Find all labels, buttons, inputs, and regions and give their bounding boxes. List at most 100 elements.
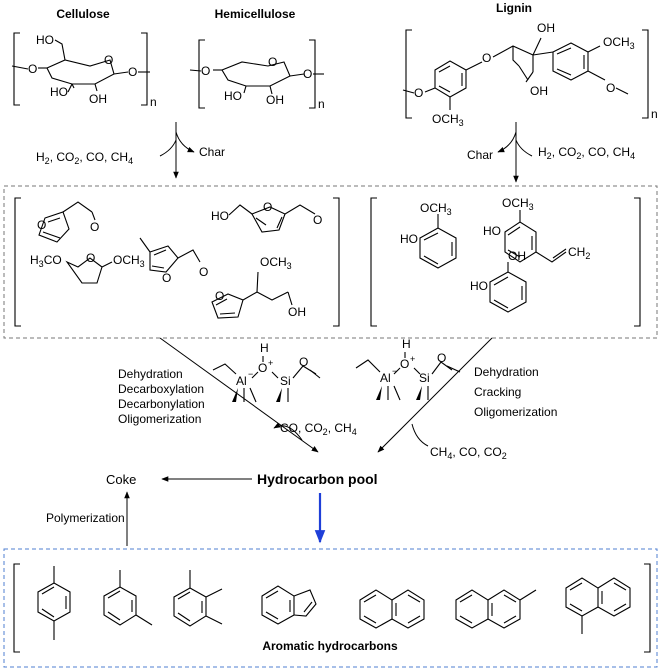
svg-text:O: O bbox=[414, 86, 423, 100]
svg-text:H: H bbox=[260, 341, 269, 355]
svg-text:O: O bbox=[258, 361, 267, 375]
hydrocarbon-pool-label: Hydrocarbon pool bbox=[257, 471, 378, 487]
svg-text:O: O bbox=[437, 351, 446, 365]
zeolite-site-right: H O + Al − Si O bbox=[355, 337, 461, 401]
left-converge-arrow bbox=[159, 337, 319, 453]
dimethoxythf-molecule: H3CO O OCH3 bbox=[30, 251, 145, 284]
furfural-molecule: O O bbox=[37, 201, 99, 243]
left-bracket-close bbox=[333, 197, 340, 327]
svg-text:O: O bbox=[263, 200, 272, 214]
right-bracket-close bbox=[634, 197, 641, 327]
svg-text:O: O bbox=[128, 65, 137, 79]
furyl-methoxyethanol-molecule: O OCH3 OH bbox=[211, 255, 306, 319]
svg-text:OH: OH bbox=[288, 305, 306, 319]
right-converge-arrow bbox=[377, 337, 493, 453]
svg-text:O: O bbox=[482, 51, 491, 65]
ome-furyl: OCH3 bbox=[260, 255, 292, 271]
svg-text:+: + bbox=[268, 358, 273, 368]
gases-right-branch: CH4, CO, CO2 bbox=[430, 445, 507, 461]
svg-text:+: + bbox=[410, 354, 415, 364]
gases-top-left: H2, CO2, CO, CH4 bbox=[36, 150, 133, 166]
right-process-2: Cracking bbox=[474, 385, 521, 399]
svg-text:O: O bbox=[313, 213, 322, 227]
lignin-structure: n O O OCH3 OH OH OCH3 O bbox=[402, 21, 658, 128]
left-bracket-open bbox=[14, 197, 21, 327]
gases-left-branch: CO, CO2, CH4 bbox=[280, 421, 357, 437]
svg-text:HO: HO bbox=[211, 209, 229, 223]
svg-text:−: − bbox=[392, 366, 397, 376]
svg-text:HO: HO bbox=[470, 279, 488, 293]
svg-text:Al: Al bbox=[380, 371, 391, 385]
ome-label: OCH3 bbox=[113, 253, 145, 269]
svg-text:Si: Si bbox=[419, 371, 430, 385]
left-process-1: Dehydration bbox=[118, 367, 183, 381]
right-process-1: Dehydration bbox=[474, 365, 539, 379]
lignin-ome-right: OCH3 bbox=[603, 35, 635, 51]
svg-text:OH: OH bbox=[508, 249, 526, 263]
aromatics-label: Aromatic hydrocarbons bbox=[262, 639, 398, 653]
svg-text:O: O bbox=[400, 357, 409, 371]
catechol-molecule: OH HO bbox=[470, 249, 527, 313]
indene-molecule bbox=[261, 585, 317, 625]
right-process-3: Oligomerization bbox=[474, 405, 557, 419]
left-process-4: Oligomerization bbox=[118, 412, 201, 426]
lignin-ome-left: OCH3 bbox=[432, 112, 464, 128]
cellulose-title: Cellulose bbox=[56, 7, 110, 21]
svg-text:O: O bbox=[28, 62, 37, 76]
hemicellulose-title: Hemicellulose bbox=[215, 7, 296, 21]
svg-text:OH: OH bbox=[537, 21, 555, 35]
naphthalene-molecule bbox=[359, 589, 425, 629]
left-process-2: Decarboxylation bbox=[118, 382, 204, 396]
svg-text:O: O bbox=[268, 55, 277, 69]
svg-text:HO: HO bbox=[483, 224, 501, 238]
svg-text:HO: HO bbox=[36, 33, 54, 47]
svg-text:OH: OH bbox=[266, 93, 284, 107]
lignin-n: n bbox=[651, 107, 658, 121]
char-right: Char bbox=[467, 148, 493, 162]
ome-vinyl: OCH3 bbox=[502, 196, 534, 212]
lignin-title: Lignin bbox=[496, 1, 532, 15]
svg-text:HO: HO bbox=[224, 89, 242, 103]
ch2-label: CH2 bbox=[568, 245, 590, 261]
svg-text:O: O bbox=[303, 67, 312, 81]
h3co-label: H3CO bbox=[30, 253, 62, 269]
svg-text:O: O bbox=[37, 218, 46, 232]
left-gas-branch bbox=[273, 422, 303, 441]
svg-text:O: O bbox=[606, 81, 615, 95]
svg-text:HO: HO bbox=[400, 232, 418, 246]
right-bracket-open bbox=[370, 197, 377, 327]
svg-text:O: O bbox=[104, 53, 113, 67]
svg-text:OH: OH bbox=[530, 84, 548, 98]
aromatic-bracket-open bbox=[13, 563, 20, 653]
svg-text:HO: HO bbox=[50, 85, 68, 99]
left-process-3: Decarbonylation bbox=[118, 397, 205, 411]
svg-text:−: − bbox=[248, 369, 253, 379]
methylfurfural-molecule: O O bbox=[139, 237, 208, 285]
svg-text:O: O bbox=[86, 251, 95, 265]
svg-text:O: O bbox=[201, 64, 210, 78]
trimethylbenzene-molecule bbox=[173, 570, 223, 627]
m-xylene-molecule bbox=[103, 570, 153, 626]
hmf-molecule: HO O O bbox=[211, 200, 322, 233]
intermediates-box bbox=[3, 185, 658, 339]
svg-text:O: O bbox=[199, 265, 208, 279]
aromatic-bracket-close bbox=[644, 563, 651, 653]
svg-text:O: O bbox=[299, 355, 308, 369]
top-right-arrow: Char H2, CO2, CO, CH4 bbox=[467, 122, 635, 183]
zeolite-site-left: H O + Al − Si O bbox=[212, 341, 321, 403]
hemicellulose-n: n bbox=[318, 97, 325, 111]
methylnaphthalene-2-molecule bbox=[455, 589, 537, 629]
guaiacol-molecule: HO OCH3 bbox=[400, 201, 457, 269]
svg-text:H: H bbox=[402, 337, 411, 351]
polymerization-label: Polymerization bbox=[46, 511, 125, 525]
cellulose-structure: n HO O O HO OH O bbox=[11, 32, 157, 109]
vinylguaiacol-molecule: HO OCH3 CH2 bbox=[483, 196, 590, 263]
svg-text:O: O bbox=[215, 289, 224, 303]
svg-text:O: O bbox=[162, 271, 171, 285]
ome-guaiacol: OCH3 bbox=[420, 201, 452, 217]
coke-label: Coke bbox=[106, 472, 136, 487]
svg-text:Si: Si bbox=[280, 374, 291, 388]
svg-text:OH: OH bbox=[89, 92, 107, 106]
svg-text:Al: Al bbox=[236, 374, 247, 388]
